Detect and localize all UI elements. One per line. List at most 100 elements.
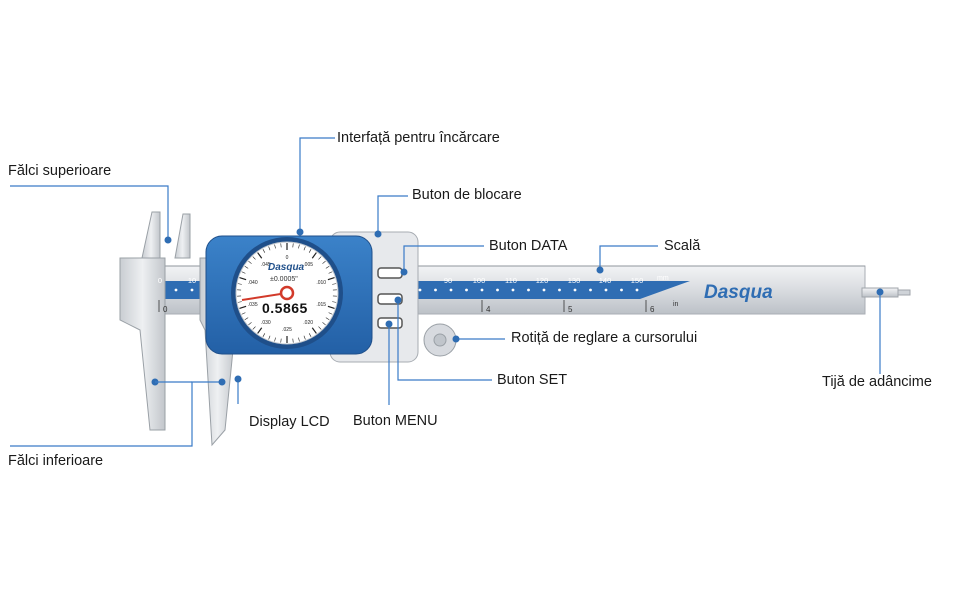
fixed-jaw	[119, 211, 166, 431]
dial-number: .025	[282, 327, 292, 333]
dial-tick	[244, 317, 249, 321]
dial-number: .015	[316, 302, 326, 308]
dial-resolution: ±0.0005"	[270, 276, 298, 283]
dial-tick	[262, 333, 266, 337]
dial-tick	[244, 265, 249, 269]
dial-tick	[325, 317, 330, 321]
leader-lock	[377, 195, 408, 234]
dial-tick	[327, 276, 335, 281]
dial-tick	[248, 260, 252, 264]
label-lock-button: Buton de blocare	[412, 187, 522, 203]
dial-tick	[322, 260, 326, 264]
mm-dot	[558, 288, 561, 292]
mm-dot	[496, 288, 499, 292]
leader-lower-jaws	[10, 381, 222, 447]
dial-tick	[239, 276, 247, 281]
dial-tick	[262, 249, 266, 253]
inch-unit: in	[673, 301, 679, 308]
label-data-button: Buton DATA	[489, 238, 568, 254]
mm-dot	[542, 288, 546, 292]
dial-tick	[327, 305, 335, 310]
leader-charging	[299, 137, 335, 232]
dial-tick	[318, 256, 322, 260]
dial-tick	[292, 243, 294, 248]
dial-number: .035	[248, 302, 258, 308]
mm-tick-label: 100	[473, 276, 486, 285]
label-upper-jaws: Fălci superioare	[8, 163, 112, 179]
dial-tick	[248, 322, 252, 326]
dial-tick	[252, 256, 256, 260]
dial-number: .040	[248, 280, 258, 286]
leader-scale	[599, 245, 658, 270]
leader-data	[403, 245, 484, 272]
dial-tick	[311, 252, 317, 259]
dial-tick	[239, 305, 247, 310]
dial-tick	[268, 335, 271, 340]
dial-tick	[241, 271, 246, 274]
dial-ticks: 0.005.010.015.020.025.030.035.040.045	[237, 243, 337, 343]
dial-tick	[332, 301, 337, 303]
dial-tick	[308, 249, 312, 253]
dial-face: 0.005.010.015.020.025.030.035.040.045	[231, 237, 343, 349]
dial-tick	[280, 338, 282, 343]
mm-dot	[589, 288, 592, 292]
inch-tick-label: 0	[163, 305, 168, 314]
label-menu-button: Buton MENU	[353, 413, 438, 429]
inch-scale: 0 4 5 6	[158, 300, 655, 314]
label-adjust-wheel: Rotiță de reglare a cursorului	[511, 330, 698, 346]
label-set-button: Buton SET	[497, 372, 568, 388]
label-lcd-display: Display LCD	[249, 414, 330, 430]
mm-dot	[480, 288, 484, 292]
mm-dot	[604, 288, 608, 292]
inch-tick-label: 5	[568, 305, 573, 314]
dial-number: .020	[303, 320, 313, 326]
mm-tick-label: 150	[631, 276, 644, 285]
dial-number: 0	[286, 255, 289, 261]
label-charging-interface: Interfață pentru încărcare	[337, 130, 500, 146]
mm-tick-label: 0	[158, 276, 162, 285]
leader-set	[397, 300, 492, 381]
depth-rod	[861, 287, 911, 298]
dial-tick	[311, 327, 317, 334]
dial-tick	[318, 326, 322, 330]
dial-tick	[298, 337, 300, 342]
dial-number: .005	[303, 262, 313, 268]
mm-dot	[635, 288, 639, 292]
dial-tick	[241, 312, 246, 315]
leader-lines	[10, 137, 881, 447]
mm-tick-label: 140	[599, 276, 612, 285]
mm-unit: mm	[657, 275, 669, 282]
dial-tick	[303, 335, 306, 340]
dial-brand: Dasqua	[268, 262, 305, 273]
dial-tick	[303, 246, 306, 251]
dial-tick	[257, 327, 263, 334]
lcd-reading: 0.5865	[262, 300, 308, 316]
mm-dot	[511, 288, 515, 292]
brand-logo: Dasqua	[704, 282, 773, 303]
dial-number: .045	[261, 262, 271, 268]
dial-tick	[308, 333, 312, 337]
mm-dot	[418, 288, 422, 292]
dial-tick	[237, 283, 242, 285]
mm-tick-label: 110	[505, 276, 517, 285]
dial-number: .010	[316, 280, 326, 286]
dial-tick	[257, 252, 263, 259]
label-depth-rod: Tijă de adâncime	[822, 374, 932, 390]
mm-tick-label: 120	[536, 276, 549, 285]
dial-tick	[332, 283, 337, 285]
data-button[interactable]	[377, 267, 403, 279]
dial-needle	[241, 292, 288, 301]
dial-tick	[328, 271, 333, 274]
leader-upper-jaws	[10, 185, 169, 240]
dial-tick	[322, 322, 326, 326]
leader-dots	[151, 228, 884, 386]
mm-dot	[527, 288, 530, 292]
adjust-wheel[interactable]	[423, 323, 457, 357]
label-scale: Scală	[664, 238, 701, 254]
inch-tick-label: 4	[486, 305, 491, 314]
dial-tick	[268, 246, 271, 251]
inch-tick-label: 6	[650, 305, 655, 314]
dial-tick	[325, 265, 330, 269]
